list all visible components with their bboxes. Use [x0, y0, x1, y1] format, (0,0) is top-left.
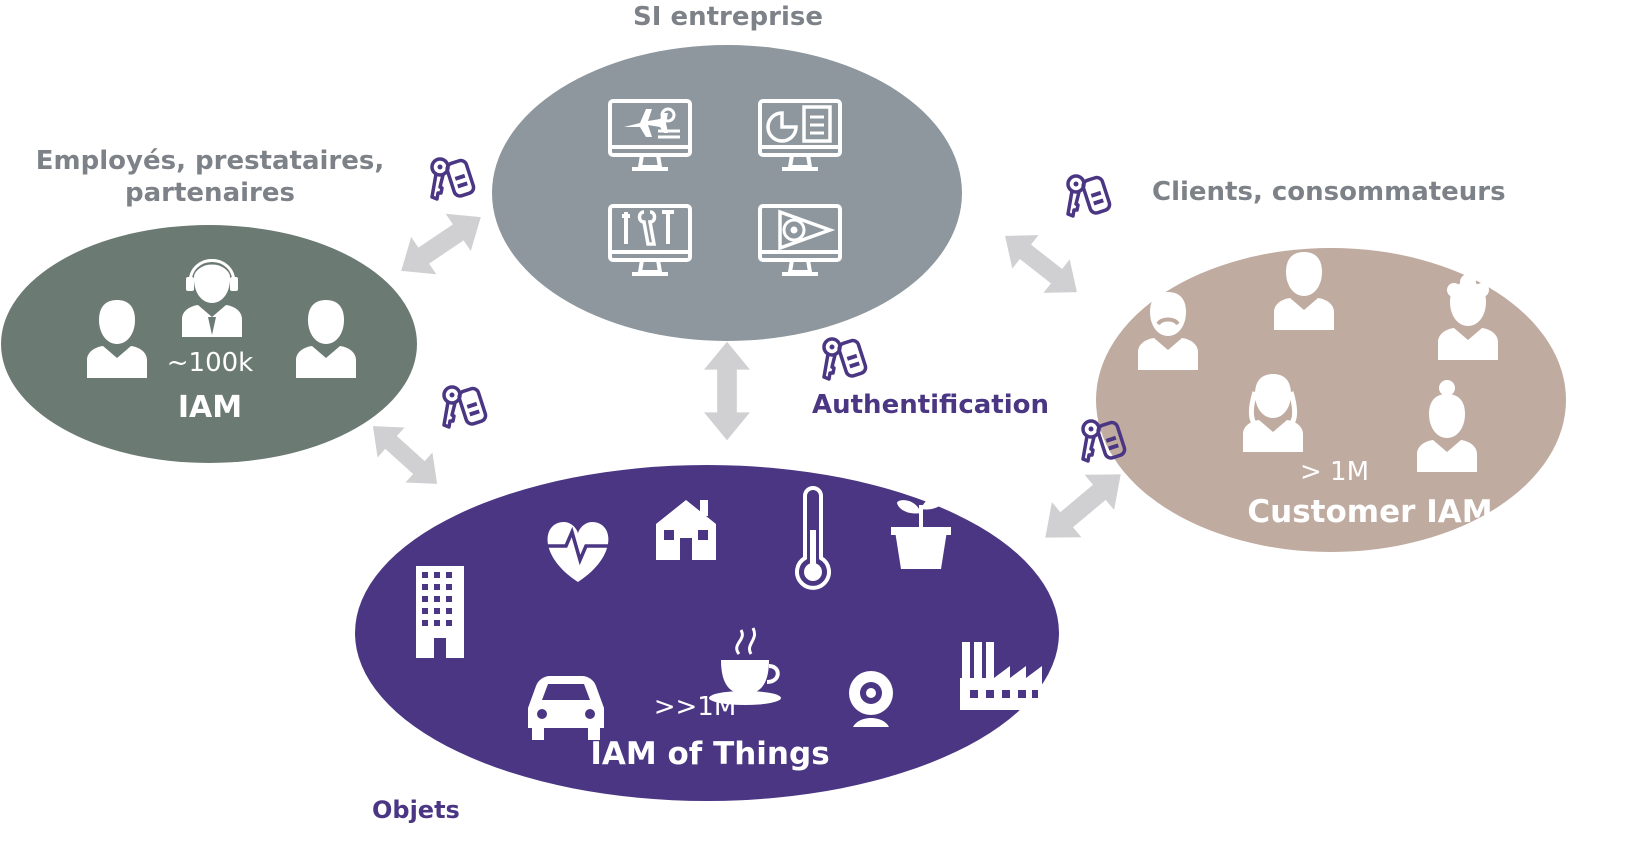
monitor-play-icon: [758, 204, 842, 276]
things-count: >>1M: [653, 692, 737, 722]
key-fob-icon: [430, 157, 477, 201]
si-entreprise-caption: SI entreprise: [633, 2, 823, 32]
monitor-plane-icon: [608, 99, 692, 171]
old-woman-icon: [1417, 380, 1477, 472]
customer-iam-ellipse: [1096, 248, 1566, 552]
building-icon: [416, 566, 464, 658]
double-arrow-icon: [991, 219, 1091, 309]
monitor-chart-icon: [758, 99, 842, 171]
iam-ellipse: [1, 225, 417, 463]
double-arrow-icon: [1030, 456, 1136, 556]
employees-count: ~100k: [166, 348, 254, 378]
customers-count: > 1M: [1300, 457, 1370, 487]
key-fob-icon: [1066, 174, 1113, 218]
key-fob-icon: [822, 337, 869, 381]
double-arrow-icon: [388, 198, 494, 290]
iam-label: IAM: [177, 390, 243, 425]
employees-caption-line1: Employés, prestataires,: [35, 146, 385, 176]
woman-icon: [1243, 374, 1303, 452]
customer-iam-label: Customer IAM: [1247, 494, 1493, 530]
factory-icon: [960, 642, 1042, 710]
heart-monitor-icon: [538, 522, 618, 582]
monitor-tools-icon: [608, 204, 692, 276]
headset-person-icon: [182, 259, 242, 337]
webcam-icon: [849, 671, 893, 727]
authentification-label: Authentification: [812, 390, 1049, 420]
iam-of-things-label: IAM of Things: [590, 736, 830, 772]
things-caption: Objets: [372, 796, 460, 824]
employees-caption-line2: partenaires: [125, 178, 295, 208]
key-fob-icon: [442, 385, 489, 429]
plant-icon: [891, 496, 951, 569]
house-icon: [656, 500, 716, 560]
si-entreprise-ellipse: [492, 45, 962, 341]
car-icon: [528, 676, 604, 740]
customers-caption: Clients, consommateurs: [1152, 177, 1506, 207]
curly-hair-person-icon: [1438, 274, 1498, 360]
coffee-cup-icon: [709, 627, 781, 705]
double-arrow-icon: [704, 341, 750, 441]
old-man-icon: [1138, 292, 1198, 370]
double-arrow-icon: [359, 411, 451, 499]
thermometer-icon: [795, 486, 831, 590]
